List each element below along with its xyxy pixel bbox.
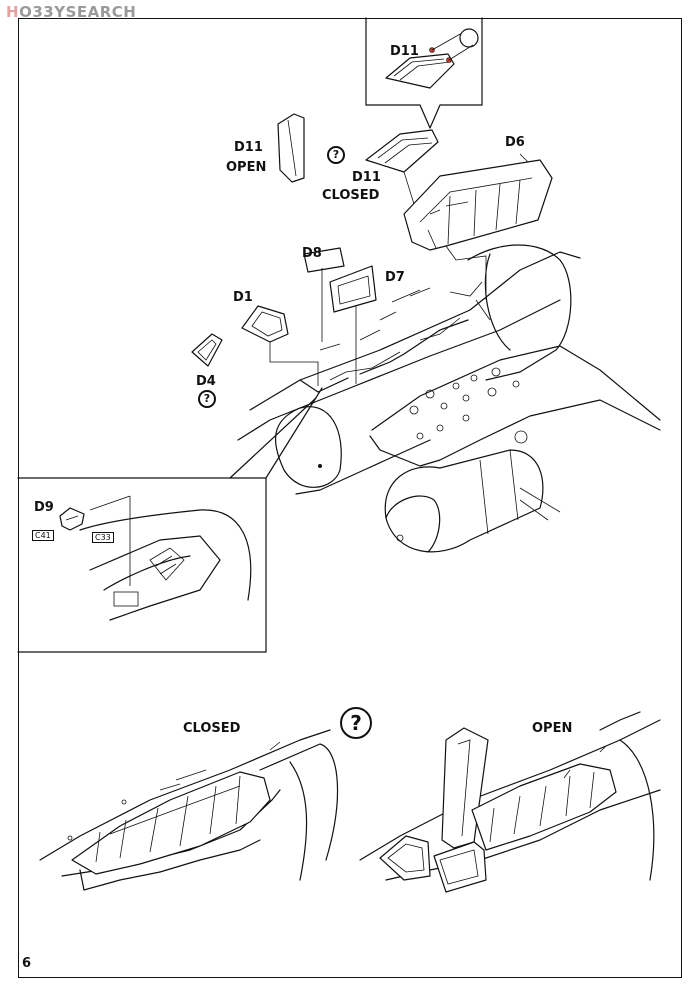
d11-detail-inset	[365, 17, 483, 129]
watermark-brand: O33Y	[19, 3, 66, 21]
d6-canopy	[403, 153, 553, 251]
label-d1: D1	[233, 290, 253, 305]
label-d11-open: D11	[234, 140, 263, 155]
d11-open-part	[277, 113, 305, 183]
label-c41: C41	[32, 530, 54, 541]
label-d9: D9	[34, 500, 54, 515]
label-closed: CLOSED	[322, 188, 380, 203]
question-mark-icon-large: ?	[340, 707, 372, 739]
d4-part	[191, 333, 223, 367]
page-number: 6	[22, 956, 32, 971]
label-d7: D7	[385, 270, 405, 285]
label-d11-closed: D11	[352, 170, 381, 185]
label-bottom-closed: CLOSED	[183, 721, 241, 736]
d8-panel	[303, 247, 345, 342]
question-mark-icon-d4: ?	[198, 390, 216, 408]
label-bottom-open: OPEN	[532, 721, 573, 736]
label-d6: D6	[505, 135, 525, 150]
label-d8: D8	[302, 246, 322, 261]
watermark-logo: HO33YSEARCH	[6, 3, 136, 21]
watermark-suffix: SEARCH	[65, 3, 137, 21]
fuselage	[237, 244, 661, 553]
watermark-prefix: H	[6, 3, 20, 21]
d11-closed-part	[365, 129, 439, 205]
label-d4: D4	[196, 374, 216, 389]
question-mark-icon: ?	[327, 146, 345, 164]
d7-panel	[329, 265, 377, 384]
d9-detail-inset	[17, 387, 323, 653]
bottom-closed-view	[39, 729, 339, 891]
label-open: OPEN	[226, 160, 267, 175]
label-c33: C33	[92, 532, 114, 543]
page-border	[18, 18, 682, 978]
bottom-open-view	[359, 711, 661, 893]
d1-part	[241, 305, 319, 386]
label-d11-top: D11	[390, 44, 419, 59]
